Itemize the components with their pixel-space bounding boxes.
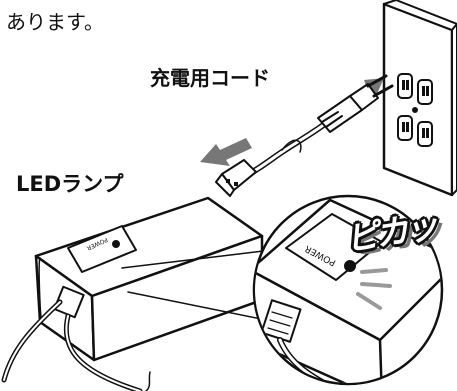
intro-text: あります。: [6, 10, 104, 34]
power-led-zoom: [344, 260, 356, 272]
charger-body: [1, 196, 264, 391]
connect-arrow: [200, 138, 252, 166]
charging-cord-label: 充電用コード: [150, 66, 270, 90]
power-cord: [215, 74, 394, 197]
zoom-callout-lines: [121, 249, 277, 323]
zoom-circle: [252, 194, 444, 386]
led-lamp-label: LEDランプ: [16, 172, 124, 196]
power-led-small: [112, 240, 120, 248]
wall-outlet: [382, 0, 457, 197]
